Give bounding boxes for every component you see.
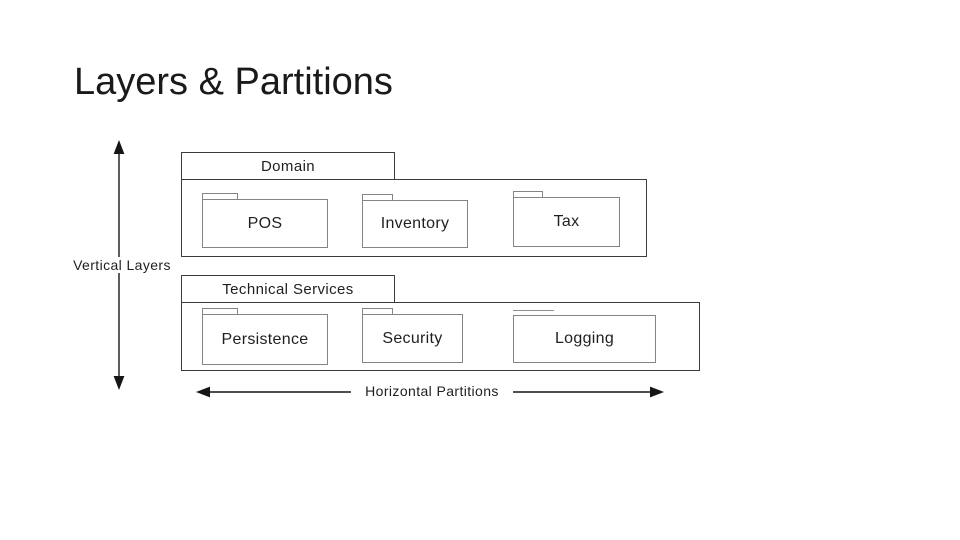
package-tax: Tax bbox=[513, 197, 620, 247]
package-logging: Logging bbox=[513, 315, 656, 363]
package-inventory: Inventory bbox=[362, 200, 468, 248]
package-tab-inventory bbox=[362, 194, 393, 200]
package-tab-pos bbox=[202, 193, 238, 199]
layer-tab-domain: Domain bbox=[181, 152, 395, 179]
package-security: Security bbox=[362, 314, 463, 363]
vertical-layers-label: Vertical Layers bbox=[64, 257, 180, 273]
horizontal-partitions-label: Horizontal Partitions bbox=[351, 383, 513, 399]
package-pos: POS bbox=[202, 199, 328, 248]
package-persistence: Persistence bbox=[202, 314, 328, 365]
package-tab-logging bbox=[513, 310, 554, 311]
layer-tab-technical-services: Technical Services bbox=[181, 275, 395, 302]
package-tab-tax bbox=[513, 191, 543, 197]
package-tab-security bbox=[362, 308, 393, 314]
package-tab-persistence bbox=[202, 308, 238, 314]
page-title: Layers & Partitions bbox=[74, 61, 393, 103]
